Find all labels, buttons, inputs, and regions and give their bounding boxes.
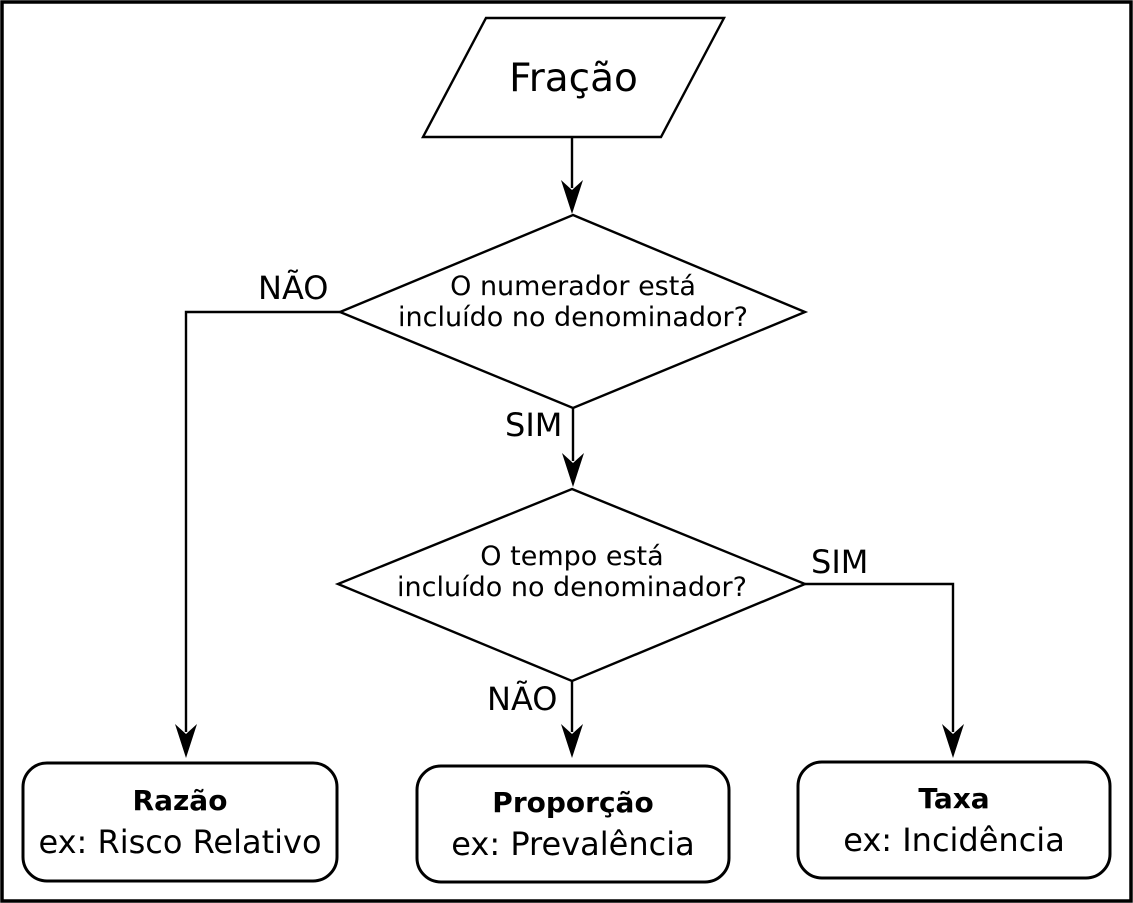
edge-decision1-nao-to-razao <box>184 310 340 732</box>
edge-label-decision2-nao: NÃO <box>487 680 558 718</box>
decision2-text: O tempo está incluído no denominador? <box>339 541 805 603</box>
start-node-label: Fração <box>509 56 638 101</box>
edge-label-decision2-sim: SIM <box>811 543 869 581</box>
outcome-taxa-title: Taxa <box>918 781 990 815</box>
decision2-text-line2: incluído no denominador? <box>397 572 747 603</box>
arrowhead-into-decision1 <box>561 180 583 214</box>
edge-decision2-sim-to-taxa <box>805 582 955 732</box>
decision1-text-line2: incluído no denominador? <box>398 302 748 333</box>
decision1-text-line1: O numerador está <box>450 271 696 302</box>
outcome-razao-example: ex: Risco Relativo <box>38 822 322 861</box>
outcome-proporcao-example: ex: Prevalência <box>451 824 695 863</box>
outcome-razao-box <box>21 761 339 883</box>
edge-label-decision1-nao: NÃO <box>258 269 329 307</box>
edge-label-decision1-sim: SIM <box>505 406 563 444</box>
arrowhead-into-proporcao <box>561 724 583 758</box>
decision2-text-line1: O tempo está <box>480 541 664 572</box>
arrowhead-into-taxa <box>942 724 964 758</box>
decision1-text: O numerador está incluído no denominador… <box>340 271 806 333</box>
outcome-proporcao: Proporção ex: Prevalência <box>417 766 729 882</box>
outcome-taxa-example: ex: Incidência <box>843 820 1065 859</box>
outcome-razao: Razão ex: Risco Relativo <box>23 763 337 881</box>
outcome-razao-title: Razão <box>132 783 228 817</box>
outcome-proporcao-title: Proporção <box>492 785 654 819</box>
outcome-taxa: Taxa ex: Incidência <box>798 762 1110 878</box>
arrowhead-into-razao <box>175 724 197 758</box>
arrowhead-into-decision2 <box>562 453 584 487</box>
start-parallelogram <box>421 16 726 139</box>
outcome-taxa-box <box>796 760 1112 880</box>
outcome-proporcao-box <box>415 764 731 884</box>
